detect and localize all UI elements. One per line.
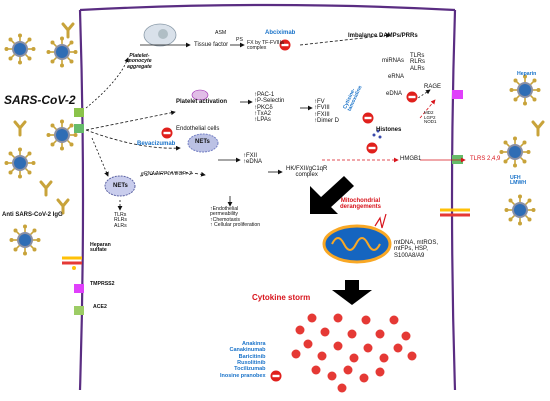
platelet-monocyte-label: Platelet- monocyte aggregate <box>127 53 152 70</box>
anti-igg-label: Anti SARS-CoV-2 IgG <box>2 212 63 218</box>
inhibitor-icon <box>161 127 173 139</box>
receptor-icon <box>74 306 84 315</box>
fx-tf-label: FX by TF-FVIIIa complex <box>247 40 284 52</box>
virus-icon <box>508 73 542 107</box>
inhibitor-icon <box>270 370 282 382</box>
rage-label: RAGE <box>424 84 442 90</box>
receptor-icon <box>452 90 463 99</box>
inhibitor-icon <box>366 142 378 154</box>
endothelial-effects-label: ↑Endothelial permeability ↑Chemotaxis ↑ … <box>210 206 261 229</box>
receptor-icon <box>74 108 84 117</box>
ace2-label: ACE2 <box>93 304 107 310</box>
antibody-icon <box>39 180 53 197</box>
mirnas-label: miRNAs <box>382 58 404 64</box>
heparan-label: Heparan sulfate <box>90 242 111 254</box>
asm-label: ASM <box>215 30 227 36</box>
receptor-icon <box>452 155 463 164</box>
mito-label: Mitochondrial derangements <box>340 198 382 211</box>
tlrs-top-label: TLRs RLRs ALRs <box>410 53 426 72</box>
virus-icon <box>8 223 42 257</box>
tlrs-left-label: TLRs RLRs ALRs <box>114 212 127 229</box>
virus-icon <box>3 32 37 66</box>
inhibitor-icon <box>406 91 418 103</box>
virus-icon <box>498 135 532 169</box>
histones-label: Histones <box>376 127 402 133</box>
virus-icon <box>3 146 37 180</box>
abciximab-label: Abciximab <box>265 30 296 36</box>
mtdna-label: mtDNA, mtROS, mtFPs, HSP, S100A8/A9 <box>394 240 439 259</box>
tlrs-249-label: TLRS 2,4,9 <box>470 156 501 162</box>
erna-label: eRNA <box>388 74 405 80</box>
virus-icon <box>45 118 79 152</box>
hk-complex-label: HK/FXII/gC1qR complex <box>286 166 328 179</box>
down-arrow-icon <box>332 290 372 305</box>
receptor-icon <box>74 284 84 293</box>
cell-membrane <box>78 9 457 391</box>
fxii-edna-label: ↑FXII ↑eDNA <box>243 153 263 166</box>
antibody-icon <box>531 120 545 137</box>
nets-left-label: NETs <box>113 183 128 189</box>
drugs-label: Anakinra Canakinumab Baricitinib Ruxolit… <box>220 341 266 379</box>
virus-icon <box>45 35 79 69</box>
md2-label: MD2 LGP2 NOD1 <box>424 110 437 125</box>
platelet-activation-label: Platelet activation <box>176 99 228 105</box>
bevacizumab-label: Bevacizumab <box>137 141 176 147</box>
ps-label: PS <box>236 37 243 43</box>
platelet-markers-label: ↑PAC-1 ↑P-Selectin ↑PKCδ ↑TxA2 ↑LPAs <box>254 92 285 124</box>
coag-factors-label: ↑FV ↑FVIII ↑FXIII ↑Dimer D <box>314 99 339 124</box>
endothelial-label: Endothelial cells <box>176 126 220 132</box>
erna-nrp1-label: eRNA/NRP1/VEGFr-2 <box>141 171 192 177</box>
nets-center-label: NETs <box>195 139 210 145</box>
receptor-icon <box>74 124 84 133</box>
antibody-icon <box>61 22 75 39</box>
heparin-label: Heparin <box>517 71 537 77</box>
cytokine-dot-icon <box>291 313 417 393</box>
inhibitor-icon <box>362 112 374 124</box>
tmprss2-label: TMPRSS2 <box>90 281 115 287</box>
cytokine-storm-label: Cytokine storm <box>252 293 311 302</box>
hmgb1-label: HMGB1 <box>400 156 422 162</box>
tissue-factor-label: Tissue factor <box>194 42 229 48</box>
imbalance-label: Imbalance DAMPs/PRRs <box>348 33 418 39</box>
down-arrow-icon <box>320 176 354 208</box>
sars-cov-2-label: SARS-CoV-2 <box>4 93 76 107</box>
edna-right-label: eDNA <box>386 91 403 97</box>
ufh-lmwh-label: UFH LMWH <box>510 175 527 187</box>
virus-icon <box>503 193 537 227</box>
antibody-icon <box>13 120 27 137</box>
